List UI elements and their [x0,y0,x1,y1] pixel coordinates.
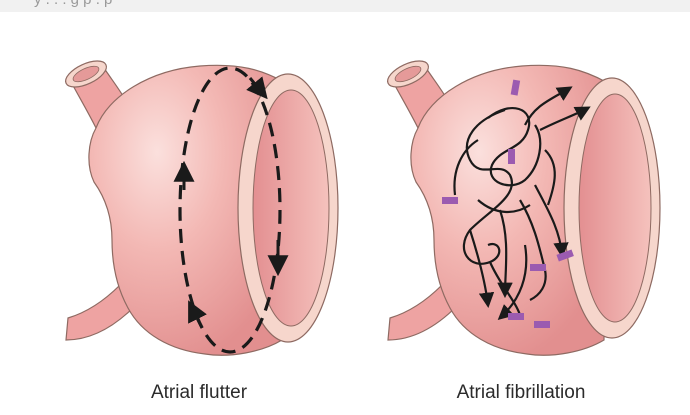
cropped-caption-band: y . . . g p . p [0,0,690,12]
fib-wavelet [544,149,556,206]
fib-wavelet [524,86,573,126]
fib-wavelet [539,106,591,131]
ectopic-focus [510,79,521,96]
ectopic-focus [508,149,515,164]
flutter-valve-opening [252,89,330,327]
fib-valve-opening [578,93,652,323]
fib-wavelet [534,184,569,259]
fib-chamber-body [410,64,607,356]
fibrillation-atrium [387,60,661,356]
fib-wavelet [488,261,522,316]
fib-wavelet [477,199,531,213]
fib-wavelet [453,139,479,196]
fib-wavelet [497,244,528,321]
fib-wavelet [468,229,495,309]
ectopic-focus [508,313,524,320]
ectopic-focus [534,321,550,328]
flutter-chamber-body [88,64,285,356]
fibrillation-caption: Atrial fibrillation [456,382,586,403]
fib-ectopic-foci [442,79,574,328]
cropped-caption-text: y . . . g p . p [34,0,112,8]
fib-inferior-vein [387,284,458,341]
flutter-inferior-vein [65,284,136,341]
flutter-reentry-circuit [178,66,282,354]
flutter-caption: Atrial flutter [150,382,248,403]
ectopic-focus [556,249,574,262]
ectopic-focus [530,264,546,271]
flutter-arrow-top [246,76,268,100]
fib-wavelets [453,86,591,321]
ectopic-focus [442,197,458,204]
flutter-atrium [65,60,339,356]
fib-wavelet [487,107,542,187]
flutter-arrow-bottom-left [188,300,207,329]
